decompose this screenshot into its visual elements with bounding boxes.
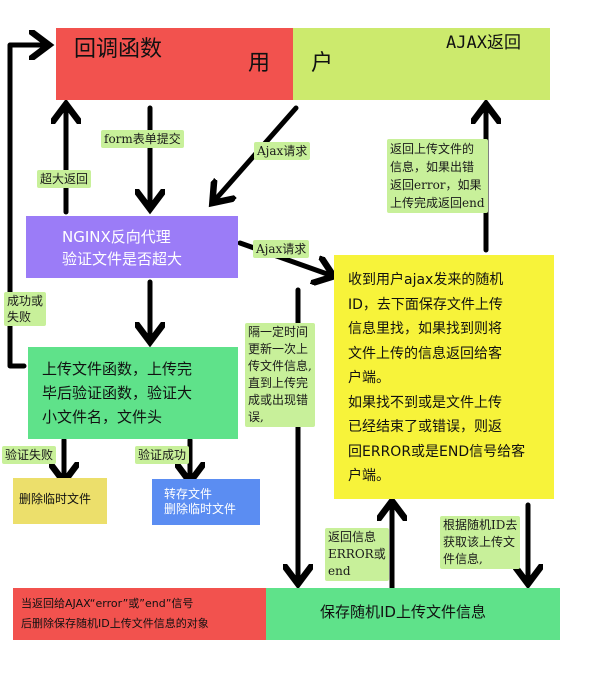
upload-function-box: 上传文件函数，上传完 毕后验证函数，验证大 小文件名，文件头 <box>28 347 238 439</box>
yellow-info-box: 收到用户ajax发来的随机 ID，去下面保存文件上传 信息里找，如果找到则将 文… <box>334 255 554 499</box>
label-form-submit: form表单提交 <box>101 130 184 148</box>
bottom-red-box: 当返回给AJAX“error”或”end”信号 后删除保存随机ID上传文件信息的… <box>13 588 266 640</box>
callback-box: 回调函数 用 <box>56 28 293 100</box>
label-periodic-update: 隔一定时间 更新一次上 传文件信息, 直到上传完 成或出现错 误, <box>245 323 315 427</box>
callback-text: 回调函数 <box>74 37 163 62</box>
delete-temp-box: 删除临时文件 <box>13 478 107 524</box>
label-verify-success: 验证成功 <box>135 446 190 464</box>
delete-temp-text: 删除临时文件 <box>19 492 92 506</box>
label-return-upload-info: 返回上传文件的 信息，如果出错 返回error，如果 上传完成返回end <box>387 139 488 213</box>
label-verify-fail: 验证失败 <box>2 446 57 464</box>
user-text-left: 用 <box>248 51 271 76</box>
label-fetch-by-random-id: 根据随机ID去 获取该上传文 件信息, <box>440 516 521 569</box>
label-ajax-request-2: Ajax请求 <box>253 240 310 258</box>
label-oversize-return: 超大返回 <box>37 170 92 188</box>
bottom-green-text: 保存随机ID上传文件信息 <box>320 603 486 621</box>
ajax-return-text: AJAX返回 <box>446 33 521 53</box>
arrow-success-fail-loop <box>7 45 45 369</box>
bottom-green-box: 保存随机ID上传文件信息 <box>266 588 560 640</box>
nginx-box: NGINX反向代理 验证文件是否超大 <box>26 216 238 278</box>
label-ajax-request-1: Ajax请求 <box>254 142 311 160</box>
transfer-text: 转存文件 删除临时文件 <box>164 487 237 516</box>
label-success-or-fail: 成功或 失败 <box>4 292 47 326</box>
nginx-text: NGINX反向代理 验证文件是否超大 <box>62 228 183 268</box>
bottom-red-text: 当返回给AJAX“error”或”end”信号 后删除保存随机ID上传文件信息的… <box>21 597 209 630</box>
upload-function-text: 上传文件函数，上传完 毕后验证函数，验证大 小文件名，文件头 <box>42 360 193 426</box>
yellow-info-text: 收到用户ajax发来的随机 ID，去下面保存文件上传 信息里找，如果找到则将 文… <box>348 272 526 484</box>
user-box: 户 AJAX返回 <box>293 28 550 100</box>
label-return-info-error-end: 返回信息 ERROR或 end <box>325 528 389 581</box>
transfer-box: 转存文件 删除临时文件 <box>152 479 260 525</box>
user-text-right: 户 <box>311 51 334 76</box>
